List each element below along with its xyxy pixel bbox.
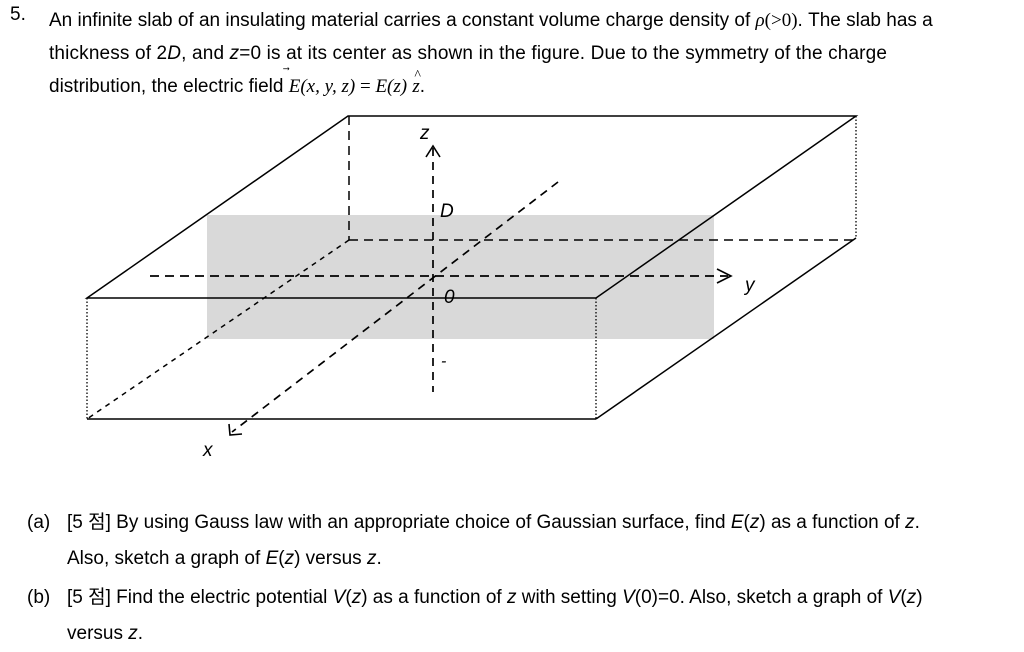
e-field-vector: ⃗E xyxy=(288,76,301,97)
z-axis-arrowhead xyxy=(425,144,441,158)
y-axis-label: y xyxy=(743,275,756,296)
statement-line-2: thickness of 2D, and z=0 is at its cente… xyxy=(49,43,888,64)
minus-d-label: - xyxy=(441,353,446,370)
y-axis-arrowhead xyxy=(716,268,733,284)
rho-symbol: ρ xyxy=(755,10,765,31)
x-axis-arrowhead xyxy=(228,423,243,436)
part-a-text: [5 점] By using Gauss law with an appropr… xyxy=(67,512,920,569)
shaded-slab-section xyxy=(207,215,714,339)
part-b-points: [5 점] xyxy=(67,587,111,608)
problem-number: 5. xyxy=(10,4,26,25)
slab-right-bottom-edge xyxy=(595,237,857,420)
part-b-tag: (b) xyxy=(27,587,51,608)
part-a: (a) [5 점] By using Gauss law with an app… xyxy=(27,505,997,577)
problem-statement: An infinite slab of an insulating materi… xyxy=(49,4,1011,103)
x-axis xyxy=(231,181,559,433)
z-hat-unit-vector: ^z xyxy=(412,68,421,103)
statement-line-3: distribution, the electric field ⃗E(x, y… xyxy=(49,68,1011,103)
origin-label: 0 xyxy=(444,287,455,308)
d-label: D xyxy=(440,201,454,222)
hidden-left-bottom-edge xyxy=(86,239,350,420)
statement-line-1: An infinite slab of an insulating materi… xyxy=(49,10,933,31)
part-a-tag: (a) xyxy=(27,512,51,533)
x-axis-label: x xyxy=(202,440,214,461)
part-b: (b) [5 점] Find the electric potential V(… xyxy=(27,580,997,652)
hat-icon: ^ xyxy=(414,68,421,83)
part-a-points: [5 점] xyxy=(67,512,111,533)
part-b-text: [5 점] Find the electric potential V(z) a… xyxy=(67,587,923,644)
z-axis-label: z xyxy=(419,123,430,144)
